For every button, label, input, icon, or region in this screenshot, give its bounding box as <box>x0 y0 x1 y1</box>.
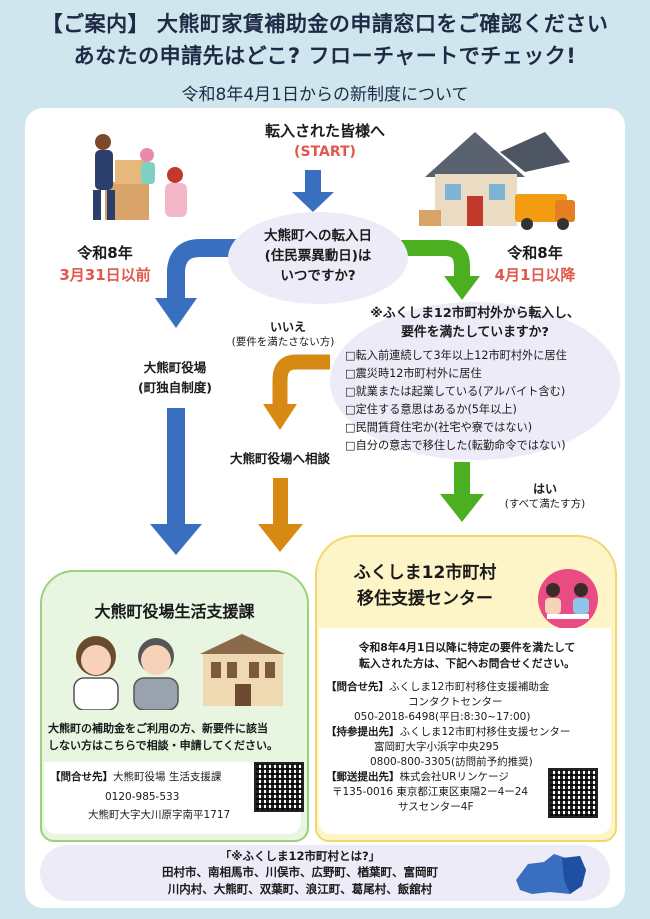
okuma-contact-label: 【問合せ先】 <box>50 771 113 783</box>
requirements-list: □転入前連続して3年以上12市町村外に居住 □震災時12市町村外に居住 □就業ま… <box>345 347 615 455</box>
question1-bubble <box>228 212 408 304</box>
fukushima-bring-org: ふくしま12市町村移住支援センター <box>399 726 571 738</box>
municipalities-band <box>40 845 610 901</box>
left-branch-date: 3月31日以前 <box>59 266 151 284</box>
staff-illustration <box>73 636 179 710</box>
consult-label: 大熊町役場へ相談 <box>229 451 330 466</box>
okuma-box-title: 大熊町役場生活支援課 <box>94 602 255 621</box>
question2-line1: ※ふくしま12市町村外から転入し、 <box>370 306 580 321</box>
okuma-address: 大熊町大字大川原字南平1717 <box>88 809 231 821</box>
left-result-line1: 大熊町役場 <box>143 360 207 375</box>
yes-sub-label: (すべて満たす方) <box>504 498 586 510</box>
arrow-consult-down <box>273 478 288 528</box>
consultation-illustration <box>538 569 598 629</box>
page-subtitle: 令和8年4月1日からの新制度について <box>181 85 469 105</box>
footer-heading: 「※ふくしま12市町村とは?」 <box>219 849 381 863</box>
no-sub-label: (要件を満たさない方) <box>231 336 335 348</box>
requirement-item: □自分の意志で移住した(転勤命令ではない) <box>345 439 566 452</box>
fukushima-intro-line2: 転入された方は、下記へお問合せください。 <box>359 657 575 670</box>
arrow-yes-down <box>454 462 470 498</box>
fukushima-title-line1: ふくしま12市町村 <box>353 563 497 583</box>
fukushima-contact-org-line1: ふくしま12市町村移住支援補助金 <box>389 681 550 693</box>
requirement-item: □就業または起業している(アルバイト含む) <box>345 385 566 398</box>
okuma-phone: 0120-985-533 <box>105 791 180 803</box>
fukushima-bring-address: 富岡町大字小浜字中央295 <box>374 741 500 753</box>
fukushima-map-icon <box>516 854 586 894</box>
requirement-item: □定住する意思はあるか(5年以上) <box>345 403 517 416</box>
arrow-start-down <box>292 170 334 212</box>
okuma-contact-org: 大熊町役場 生活支援課 <box>113 771 222 783</box>
fukushima-title-line2: 移住支援センター <box>357 589 493 609</box>
fukushima-bring-phone: 0800-800-3305(訪問前予約推奨) <box>370 756 533 768</box>
building-illustration <box>200 634 285 706</box>
right-branch-date: 4月1日以降 <box>494 266 576 284</box>
fukushima-mail-label: 【郵送提出先】 <box>326 771 400 783</box>
question2-bubble <box>330 302 620 460</box>
requirement-item: □転入前連続して3年以上12市町村外に居住 <box>345 349 567 362</box>
start-label: 転入された皆様へ <box>264 122 385 140</box>
fukushima-mail-org: 株式会社URリンケージ <box>399 771 509 783</box>
moving-family-illustration <box>93 134 187 220</box>
question2-line2: 要件を満たしていますか? <box>401 325 549 340</box>
fukushima-mail-building: サスセンター4F <box>398 801 474 813</box>
right-branch-era: 令和8年 <box>507 244 563 262</box>
okuma-description-line2: しない方はこちらで相談・申請してください。 <box>48 739 279 752</box>
fukushima-bring-label: 【持参提出先】 <box>326 726 400 738</box>
footer-line2: 川内村、大熊町、双葉町、浪江町、葛尾村、飯舘村 <box>167 882 433 896</box>
page-title-line2: あなたの申請先はどこ? フローチャートでチェック! <box>73 44 577 68</box>
house-truck-illustration <box>419 132 575 230</box>
qr-code-icon <box>548 768 598 818</box>
fukushima-mail-address: 〒135-0016 東京都江東区東陽2ー4ー24 <box>332 786 529 798</box>
qr-code-icon <box>254 762 304 812</box>
arrow-left-down <box>167 408 185 528</box>
footer-line1: 田村市、南相馬市、川俣市、広野町、楢葉町、富岡町 <box>162 865 438 879</box>
fukushima-intro-line1: 令和8年4月1日以降に特定の要件を満たして <box>358 641 576 654</box>
question1-line1: 大熊町への転入日 <box>264 228 372 244</box>
fukushima-contact-phone: 050-2018-6498(平日:8:30~17:00) <box>354 711 531 723</box>
okuma-description-line1: 大熊町の補助金をご利用の方、新要件に該当 <box>48 722 268 735</box>
question1-line3: いつですか? <box>280 268 356 284</box>
page-title-line1: 【ご案内】 大熊町家賃補助金の申請窓口をご確認ください <box>41 12 609 36</box>
yes-label: はい <box>532 482 557 496</box>
no-label: いいえ <box>269 320 306 334</box>
arrow-right-curve <box>400 240 470 280</box>
start-tag: (START) <box>294 144 356 160</box>
question1-line2: (住民票異動日)は <box>264 248 372 264</box>
arrow-left-curve <box>167 239 242 300</box>
requirement-item: □震災時12市町村外に居住 <box>345 367 482 380</box>
arrow-no-curve <box>272 354 330 408</box>
left-result-line2: (町独自制度) <box>138 380 212 395</box>
fukushima-contact-org-line2: コンタクトセンター <box>408 696 503 708</box>
left-branch-era: 令和8年 <box>77 244 133 262</box>
requirement-item: □民間賃貸住宅か(社宅や寮ではない) <box>345 421 533 434</box>
fukushima-contact-label: 【問合せ先】 <box>326 681 389 693</box>
